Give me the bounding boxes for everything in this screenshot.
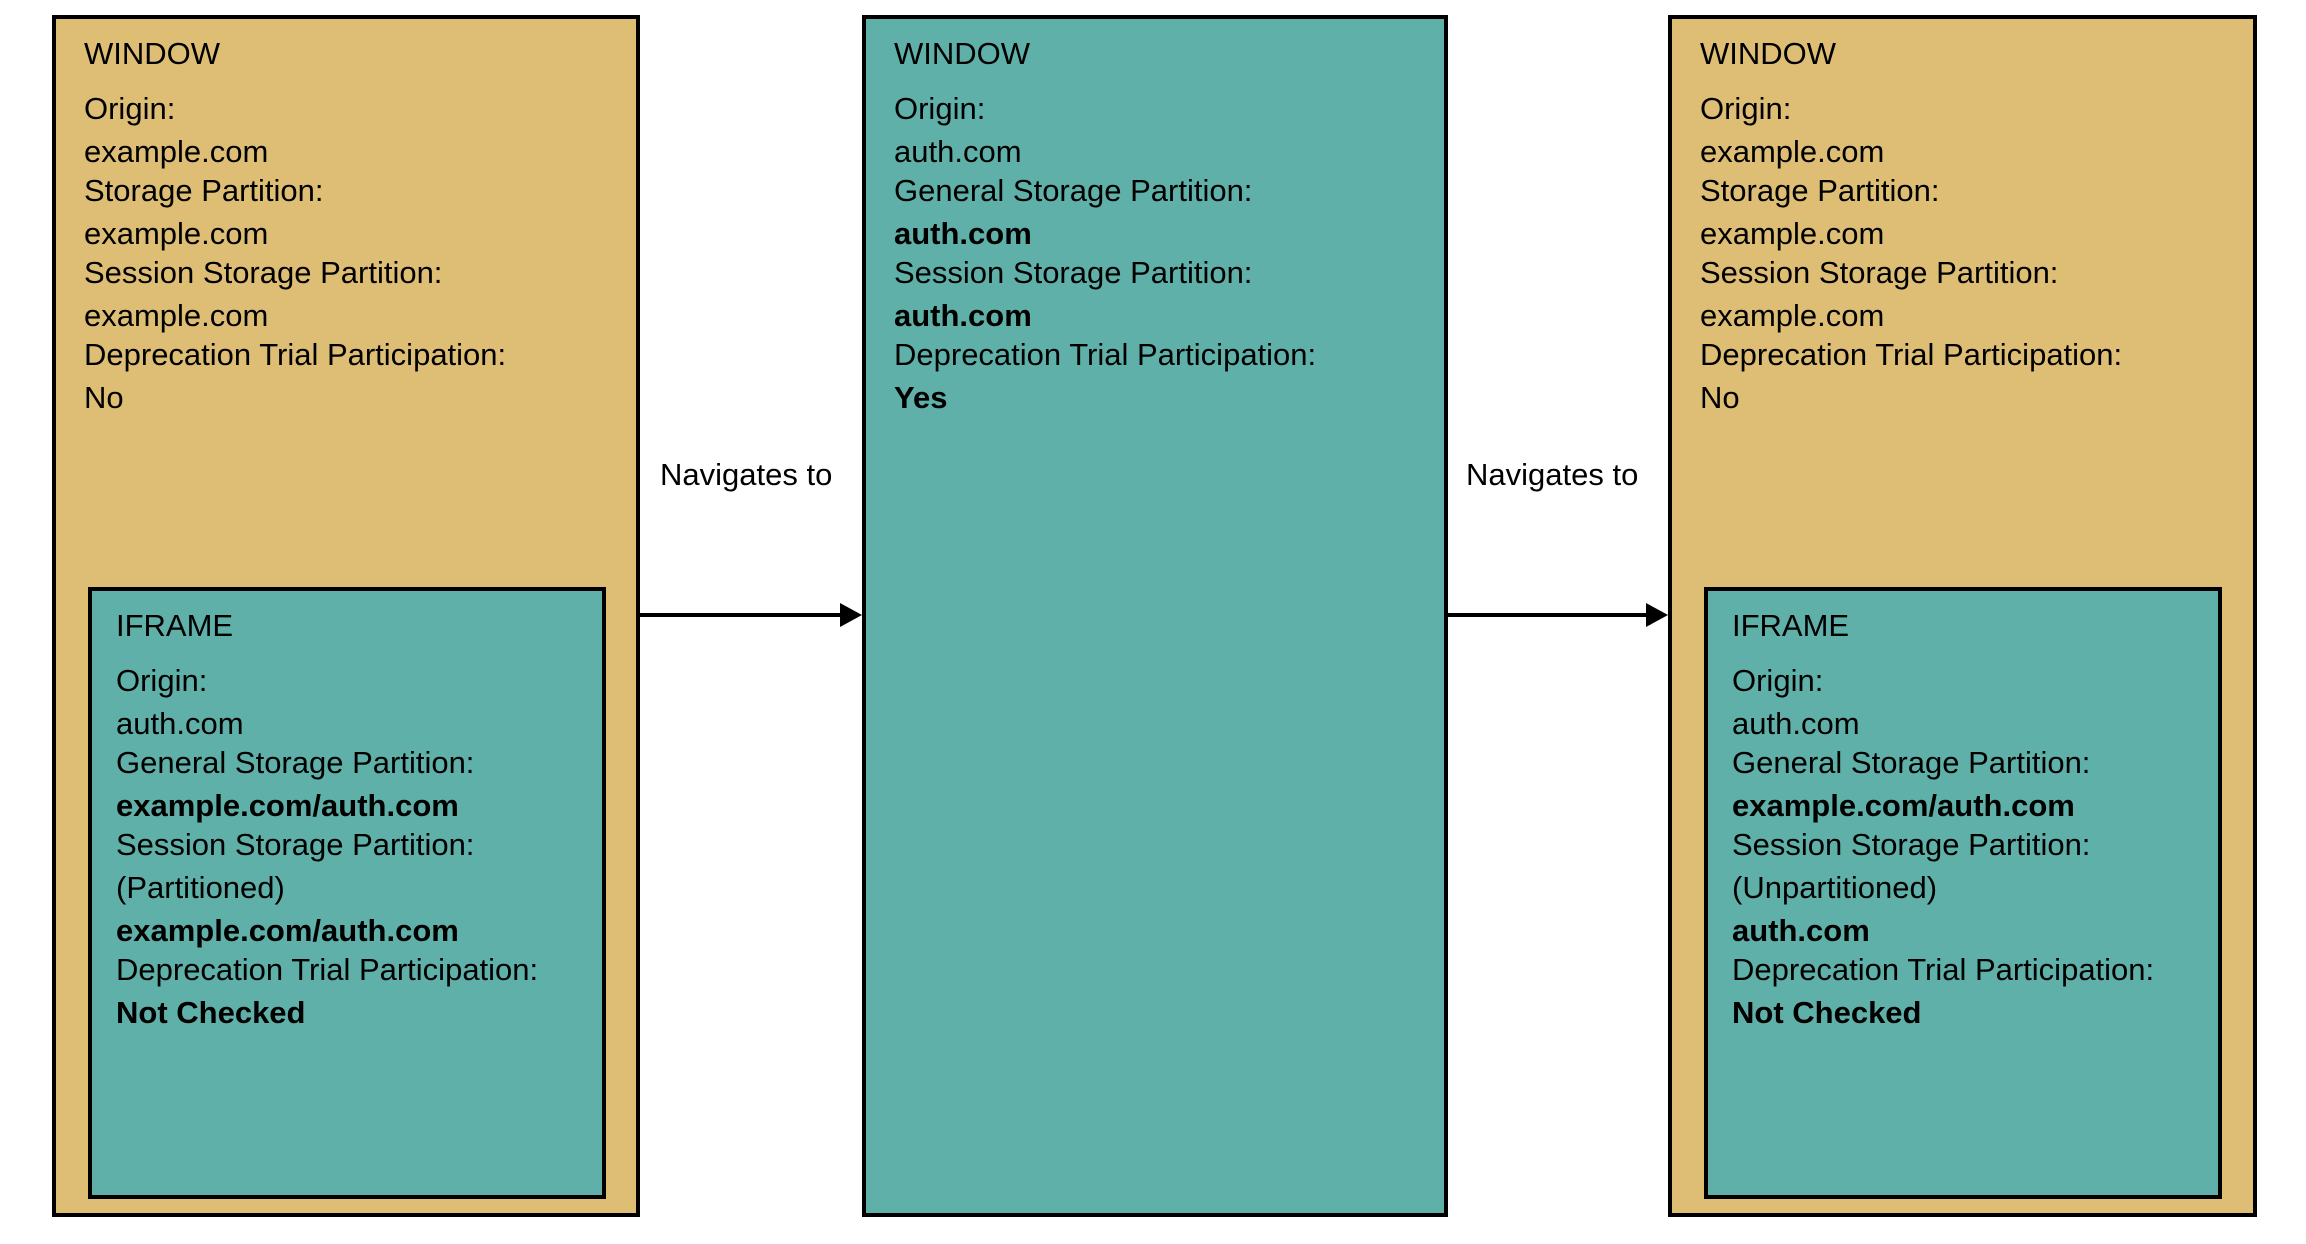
panel-3-iframe-field-origin: Origin: auth.com (1732, 659, 1860, 745)
panel-3-field-storage-partition-value: example.com (1700, 216, 1885, 251)
panel-1-field-deprecation-trial: Deprecation Trial Participation: No (84, 333, 506, 419)
window-panel-1: WINDOW Origin: example.com Storage Parti… (52, 15, 640, 1217)
panel-1-iframe-field-origin-value: auth.com (116, 706, 244, 741)
panel-1-iframe-field-deprecation-trial-label: Deprecation Trial Participation: (116, 952, 539, 987)
iframe-panel-3: IFRAME Origin: auth.com General Storage … (1704, 587, 2222, 1199)
panel-3-field-storage-partition: Storage Partition: example.com (1700, 169, 1940, 255)
iframe-panel-1: IFRAME Origin: auth.com General Storage … (88, 587, 606, 1199)
arrow-1-line (638, 613, 842, 617)
panel-3-iframe-field-deprecation-trial: Deprecation Trial Participation: Not Che… (1732, 948, 2154, 1034)
panel-2-field-general-storage-partition-value: auth.com (894, 216, 1032, 251)
arrow-2-head (1646, 603, 1668, 627)
panel-3-heading: WINDOW (1700, 36, 1837, 71)
panel-2-field-session-storage-partition: Session Storage Partition: auth.com (894, 251, 1252, 337)
panel-3-iframe-field-session-storage-partition-value: auth.com (1732, 913, 1870, 948)
panel-1-iframe-field-session-storage-partition: Session Storage Partition: (Partitioned)… (116, 823, 474, 952)
panel-2-field-origin-label: Origin: (894, 91, 986, 126)
panel-3-iframe-field-general-storage-partition: General Storage Partition: example.com/a… (1732, 741, 2090, 827)
panel-1-iframe-field-general-storage-partition-label: General Storage Partition: (116, 745, 475, 780)
panel-3-field-origin-label: Origin: (1700, 91, 1792, 126)
arrow-1-head (840, 603, 862, 627)
panel-1-iframe-field-deprecation-trial-value: Not Checked (116, 995, 306, 1030)
panel-1-field-origin-value: example.com (84, 134, 269, 169)
panel-1-field-origin: Origin: example.com (84, 87, 268, 173)
window-panel-2: WINDOW Origin: auth.com General Storage … (862, 15, 1448, 1217)
panel-3-field-origin-value: example.com (1700, 134, 1885, 169)
panel-2-field-session-storage-partition-label: Session Storage Partition: (894, 255, 1253, 290)
arrow-1-label: Navigates to (660, 457, 833, 492)
panel-2-field-deprecation-trial-value: Yes (894, 380, 948, 415)
panel-1-field-session-storage-partition-value: example.com (84, 298, 269, 333)
panel-2-field-general-storage-partition: General Storage Partition: auth.com (894, 169, 1252, 255)
panel-1-iframe-field-general-storage-partition-value: example.com/auth.com (116, 788, 459, 823)
panel-3-iframe-field-deprecation-trial-label: Deprecation Trial Participation: (1732, 952, 2155, 987)
panel-2-field-deprecation-trial: Deprecation Trial Participation: Yes (894, 333, 1316, 419)
panel-2-heading: WINDOW (894, 36, 1031, 71)
panel-3-field-session-storage-partition-value: example.com (1700, 298, 1885, 333)
panel-3-field-session-storage-partition: Session Storage Partition: example.com (1700, 251, 2058, 337)
panel-1-iframe-field-session-storage-partition-label: Session Storage Partition: (116, 827, 475, 862)
panel-1-iframe-field-origin: Origin: auth.com (116, 659, 244, 745)
panel-1-field-storage-partition: Storage Partition: example.com (84, 169, 324, 255)
panel-2-field-general-storage-partition-label: General Storage Partition: (894, 173, 1253, 208)
panel-1-field-origin-label: Origin: (84, 91, 176, 126)
panel-3-field-session-storage-partition-label: Session Storage Partition: (1700, 255, 2059, 290)
panel-3-field-deprecation-trial-label: Deprecation Trial Participation: (1700, 337, 2123, 372)
panel-1-iframe-heading: IFRAME (116, 608, 234, 643)
panel-1-iframe-field-session-storage-partition-note: (Partitioned) (116, 870, 285, 905)
panel-2-field-deprecation-trial-label: Deprecation Trial Participation: (894, 337, 1317, 372)
panel-1-field-storage-partition-label: Storage Partition: (84, 173, 324, 208)
panel-3-iframe-field-general-storage-partition-label: General Storage Partition: (1732, 745, 2091, 780)
panel-3-field-origin: Origin: example.com (1700, 87, 1884, 173)
panel-3-field-storage-partition-label: Storage Partition: (1700, 173, 1940, 208)
window-panel-3: WINDOW Origin: example.com Storage Parti… (1668, 15, 2257, 1217)
panel-1-iframe-field-session-storage-partition-value: example.com/auth.com (116, 913, 459, 948)
panel-1-field-deprecation-trial-value: No (84, 380, 124, 415)
panel-3-iframe-field-session-storage-partition-note: (Unpartitioned) (1732, 870, 1938, 905)
panel-1-iframe-field-origin-label: Origin: (116, 663, 208, 698)
panel-2-field-origin: Origin: auth.com (894, 87, 1022, 173)
panel-1-heading: WINDOW (84, 36, 221, 71)
panel-1-field-storage-partition-value: example.com (84, 216, 269, 251)
panel-3-iframe-field-deprecation-trial-value: Not Checked (1732, 995, 1922, 1030)
panel-2-field-origin-value: auth.com (894, 134, 1022, 169)
panel-3-iframe-field-origin-label: Origin: (1732, 663, 1824, 698)
panel-3-iframe-field-general-storage-partition-value: example.com/auth.com (1732, 788, 2075, 823)
panel-1-iframe-field-general-storage-partition: General Storage Partition: example.com/a… (116, 741, 474, 827)
panel-3-iframe-field-session-storage-partition-label: Session Storage Partition: (1732, 827, 2091, 862)
panel-1-field-deprecation-trial-label: Deprecation Trial Participation: (84, 337, 507, 372)
panel-2-field-session-storage-partition-value: auth.com (894, 298, 1032, 333)
panel-3-iframe-heading: IFRAME (1732, 608, 1850, 643)
panel-1-field-session-storage-partition: Session Storage Partition: example.com (84, 251, 442, 337)
arrow-2-label: Navigates to (1466, 457, 1639, 492)
panel-3-field-deprecation-trial-value: No (1700, 380, 1740, 415)
panel-1-field-session-storage-partition-label: Session Storage Partition: (84, 255, 443, 290)
panel-3-iframe-field-session-storage-partition: Session Storage Partition: (Unpartitione… (1732, 823, 2090, 952)
panel-1-iframe-field-deprecation-trial: Deprecation Trial Participation: Not Che… (116, 948, 538, 1034)
panel-3-iframe-field-origin-value: auth.com (1732, 706, 1860, 741)
arrow-2-line (1446, 613, 1648, 617)
panel-3-field-deprecation-trial: Deprecation Trial Participation: No (1700, 333, 2122, 419)
